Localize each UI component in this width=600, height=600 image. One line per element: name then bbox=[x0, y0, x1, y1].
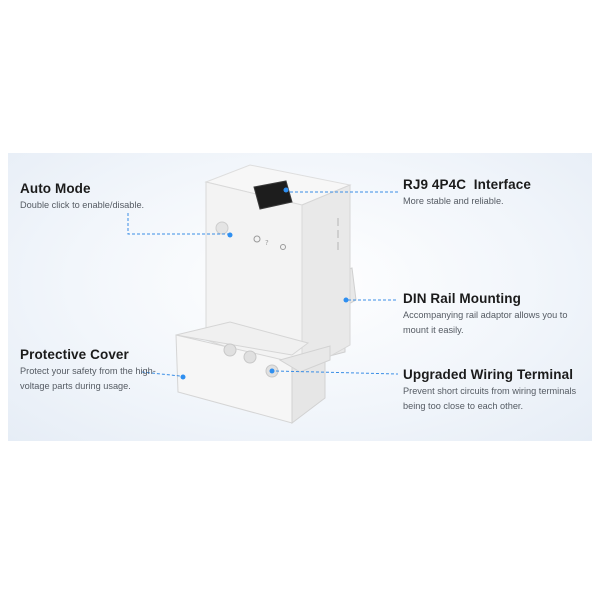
callout-cover bbox=[141, 371, 181, 377]
feature-title: Upgraded Wiring Terminal bbox=[403, 367, 574, 382]
feature-protective-cover: Protective Cover Protect your safety fro… bbox=[20, 347, 180, 394]
protective-cover bbox=[175, 321, 331, 425]
feature-title: Auto Mode bbox=[20, 181, 91, 196]
feature-description: Double click to enable/disable. bbox=[20, 200, 145, 210]
indicator-leds: ? bbox=[215, 221, 286, 250]
feature-upgraded-wiring-terminal: Upgraded Wiring Terminal Prevent short c… bbox=[403, 367, 593, 414]
feature-title: DIN Rail Mounting bbox=[403, 291, 521, 306]
callout-wiring bbox=[275, 370, 399, 375]
feature-description: More stable and reliable. bbox=[403, 196, 504, 206]
feature-title: Protective Cover bbox=[20, 347, 129, 362]
feature-description: Protect your safety from the high-voltag… bbox=[20, 366, 156, 391]
callout-auto-mode bbox=[127, 213, 228, 235]
feature-title: RJ9 4P4C Interface bbox=[403, 177, 531, 192]
feature-rj9-interface: RJ9 4P4C Interface More stable and relia… bbox=[403, 177, 583, 209]
rj9-port bbox=[253, 180, 293, 210]
callout-lines bbox=[127, 191, 399, 377]
feature-description: Accompanying rail adaptor allows you to … bbox=[403, 310, 568, 335]
din-rail-marker bbox=[343, 297, 349, 303]
feature-auto-mode: Auto Mode Double click to enable/disable… bbox=[20, 181, 190, 213]
wiring-terminals bbox=[223, 343, 279, 378]
svg-text:?: ? bbox=[265, 239, 269, 247]
feature-description: Prevent short circuits from wiring termi… bbox=[403, 386, 577, 411]
feature-din-rail-mounting: DIN Rail Mounting Accompanying rail adap… bbox=[403, 291, 583, 338]
